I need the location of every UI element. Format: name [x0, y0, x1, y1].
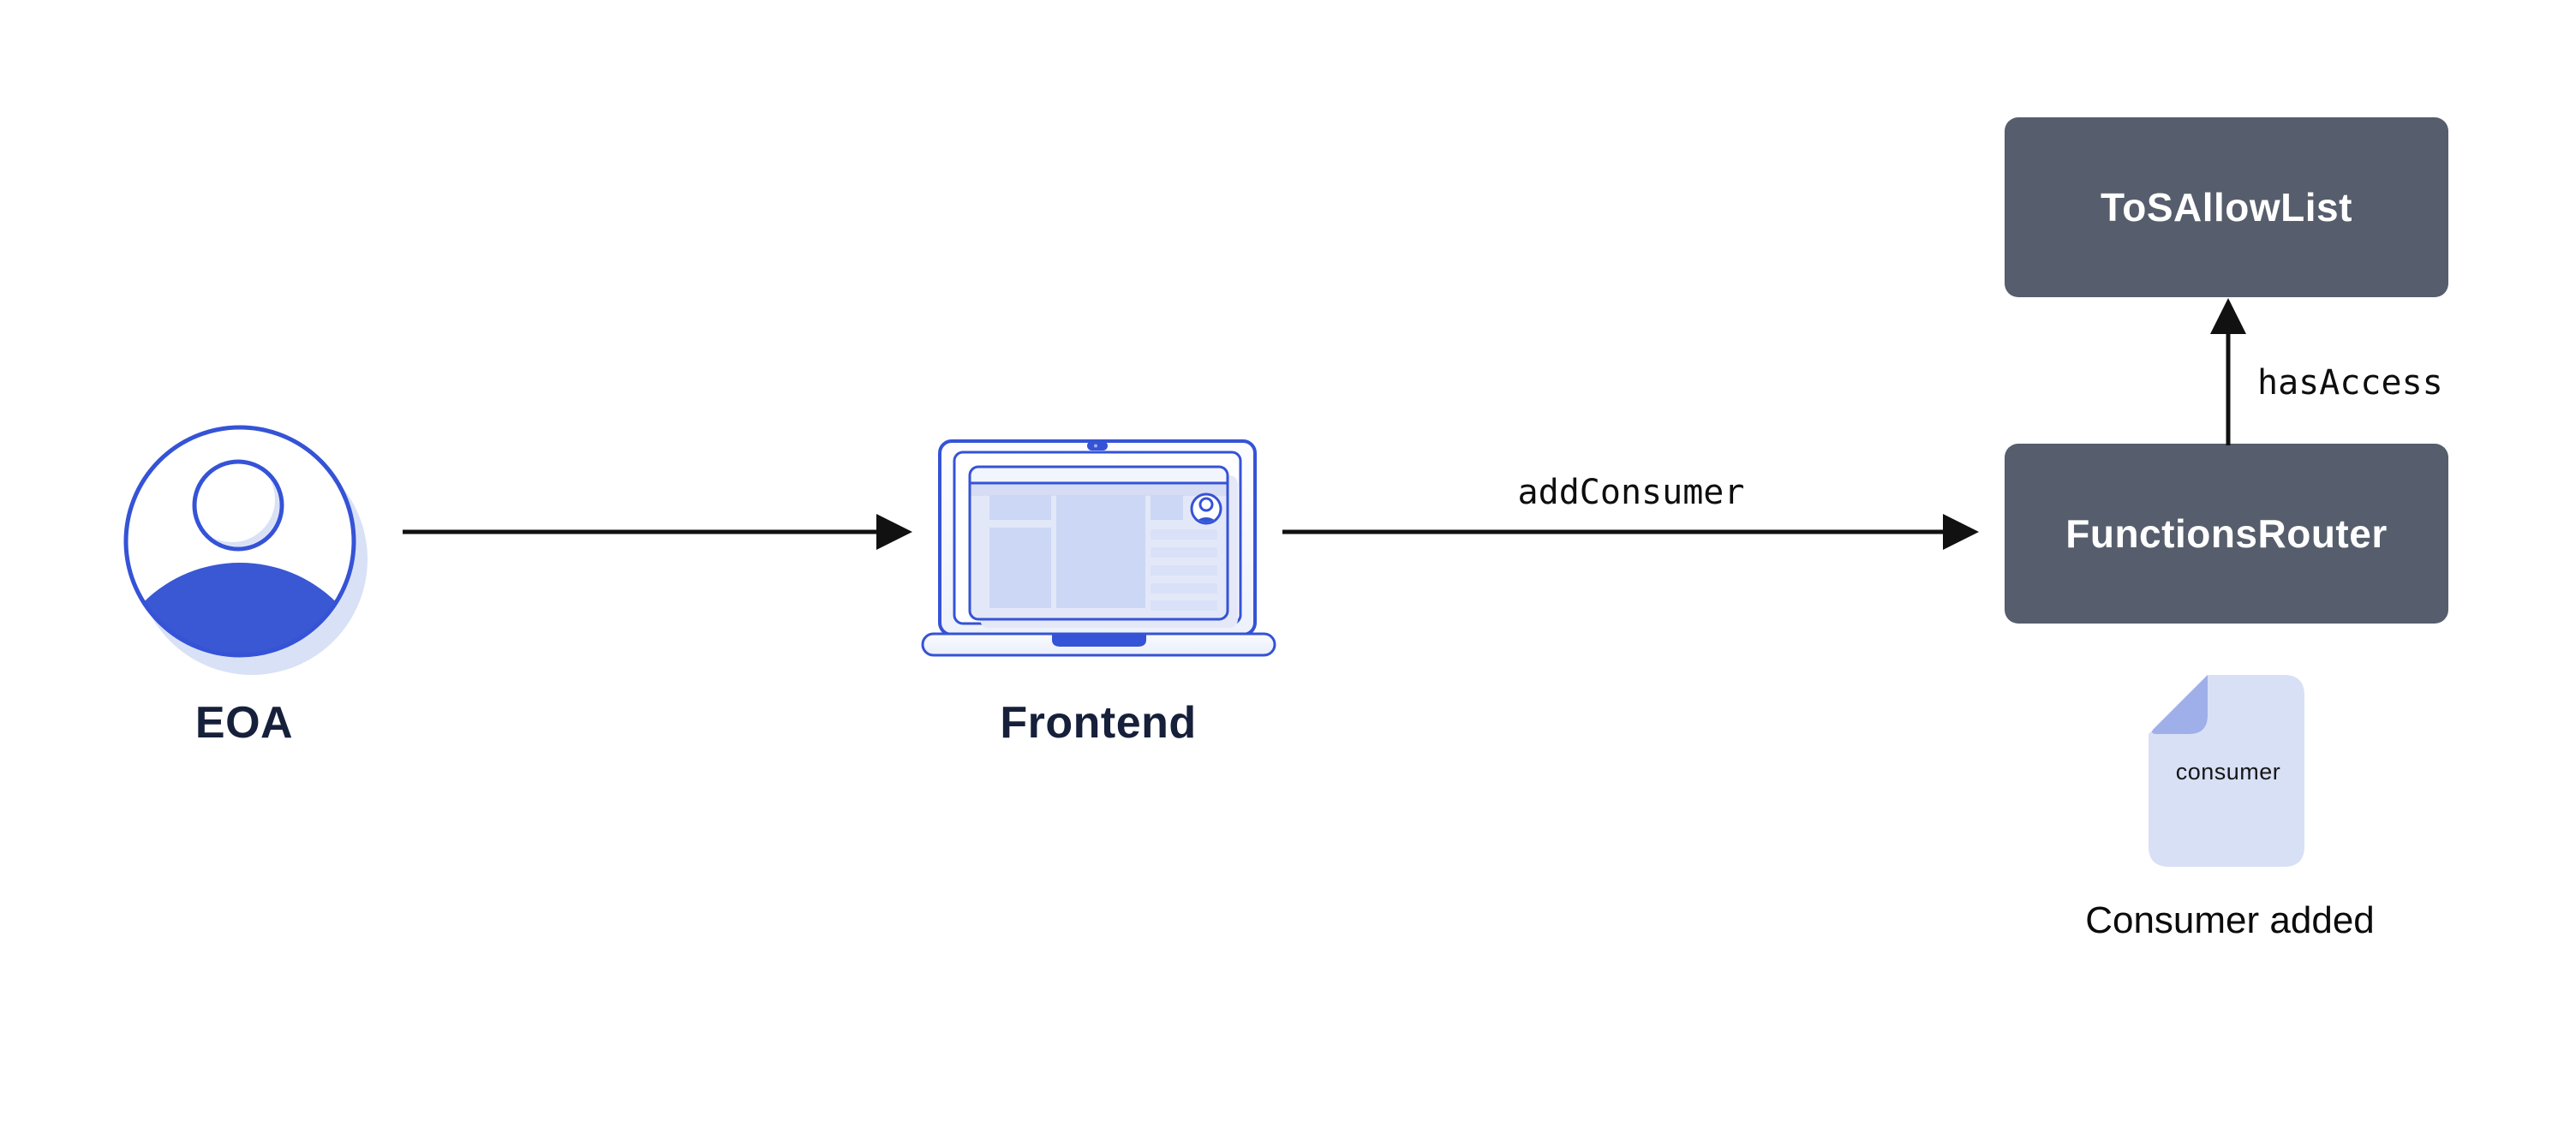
- arrow-frontend-to-functionsrouter: [1282, 514, 1979, 550]
- functionsrouter-box-label: FunctionsRouter: [2065, 511, 2388, 556]
- document-text: consumer: [2175, 759, 2281, 785]
- frontend-node-label: Frontend: [1000, 698, 1197, 748]
- document-icon: [2149, 675, 2304, 867]
- arrow-eoa-to-frontend: [403, 514, 912, 550]
- hasaccess-edge-label: hasAccess: [2257, 363, 2443, 403]
- user-avatar-icon: [123, 425, 368, 675]
- laptop-icon: [921, 439, 1276, 657]
- tosallowlist-box-label: ToSAllowList: [2101, 185, 2352, 230]
- functionsrouter-box: FunctionsRouter: [2005, 444, 2448, 624]
- tosallowlist-box: ToSAllowList: [2005, 117, 2448, 297]
- addconsumer-edge-label: addConsumer: [1517, 473, 1745, 512]
- arrow-functionsrouter-to-tosallowlist: [2210, 298, 2246, 445]
- consumer-added-caption: Consumer added: [2085, 899, 2375, 941]
- eoa-node-label: EOA: [194, 698, 294, 748]
